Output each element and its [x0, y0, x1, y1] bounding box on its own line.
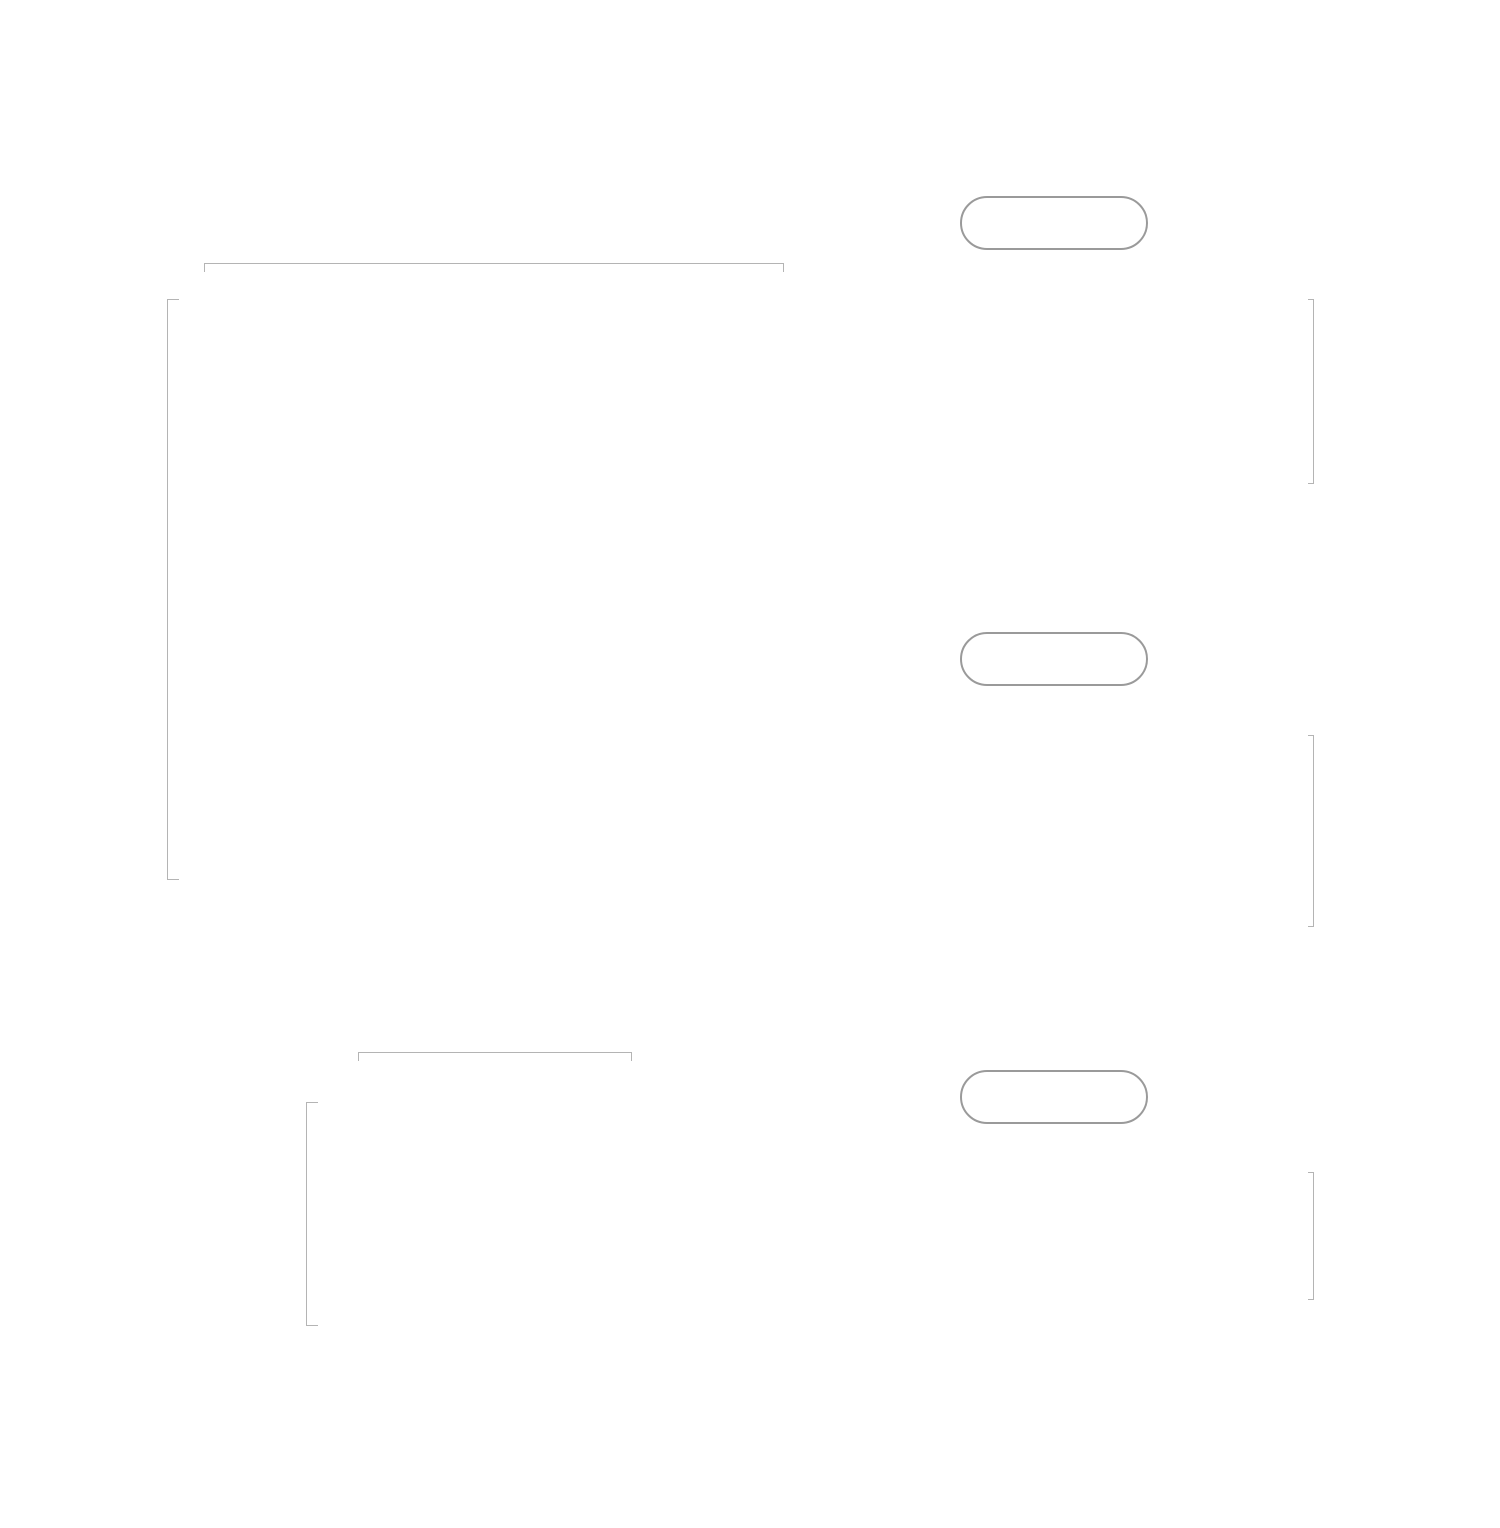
left-bracket-2: [306, 1102, 318, 1326]
pill-node-3[interactable]: [960, 1070, 1148, 1124]
right-bracket-2: [1308, 735, 1314, 927]
pill-node-2[interactable]: [960, 632, 1148, 686]
right-bracket-1: [1308, 299, 1314, 484]
top-horizontal-bracket-1: [204, 263, 784, 272]
right-bracket-3: [1308, 1172, 1314, 1300]
top-horizontal-bracket-2: [358, 1052, 632, 1061]
pill-node-1[interactable]: [960, 196, 1148, 250]
left-bracket-1: [167, 299, 179, 880]
